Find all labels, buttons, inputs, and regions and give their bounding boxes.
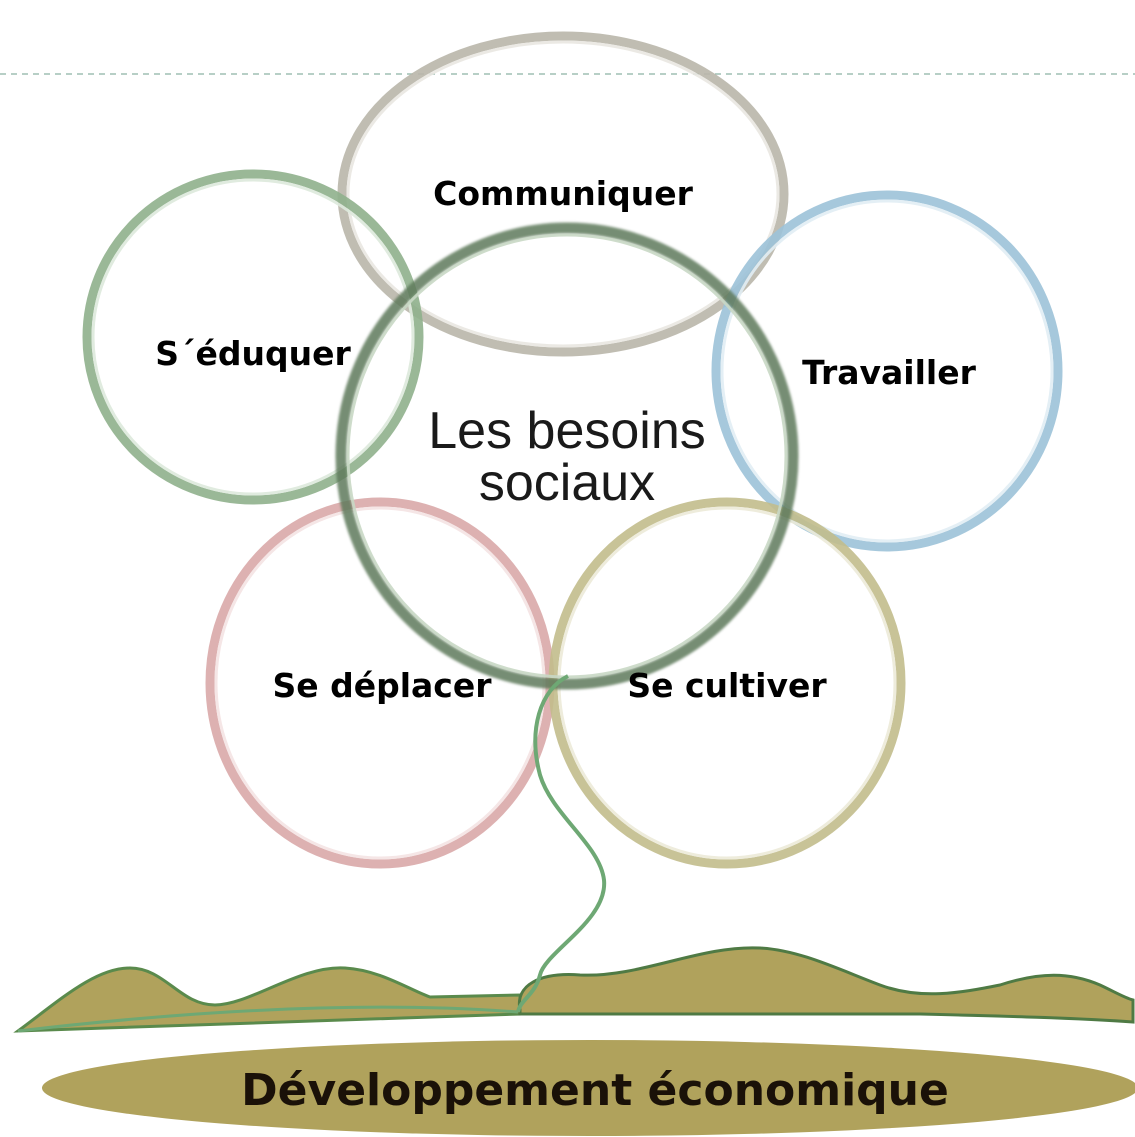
label-se-cultiver: Se cultiver	[627, 666, 827, 705]
ring-travailler-inner	[720, 199, 1054, 543]
center-title-line2: sociaux	[479, 454, 655, 512]
ring-center	[335, 222, 799, 690]
label-travailler: Travailler	[802, 353, 977, 392]
ring-communiquer-inner	[346, 40, 780, 348]
label-communiquer: Communiquer	[433, 174, 693, 213]
ring-communiquer	[337, 31, 789, 357]
base-label: Développement économique	[241, 1065, 949, 1116]
label-se-deplacer: Se déplacer	[272, 666, 492, 705]
flower-stem	[516, 674, 607, 1013]
label-seduquer: S´éduquer	[155, 334, 351, 373]
ring-seduquer-inner	[91, 178, 415, 496]
right-hills	[517, 946, 1135, 1024]
ring-travailler	[711, 190, 1063, 552]
ring-seduquer	[82, 169, 424, 505]
center-title-line1: Les besoins	[428, 402, 706, 460]
stem-leaf-base	[17, 1005, 519, 1033]
need-circles	[82, 31, 1063, 869]
left-hills	[13, 966, 522, 1033]
economic-development-base	[42, 1040, 1135, 1136]
